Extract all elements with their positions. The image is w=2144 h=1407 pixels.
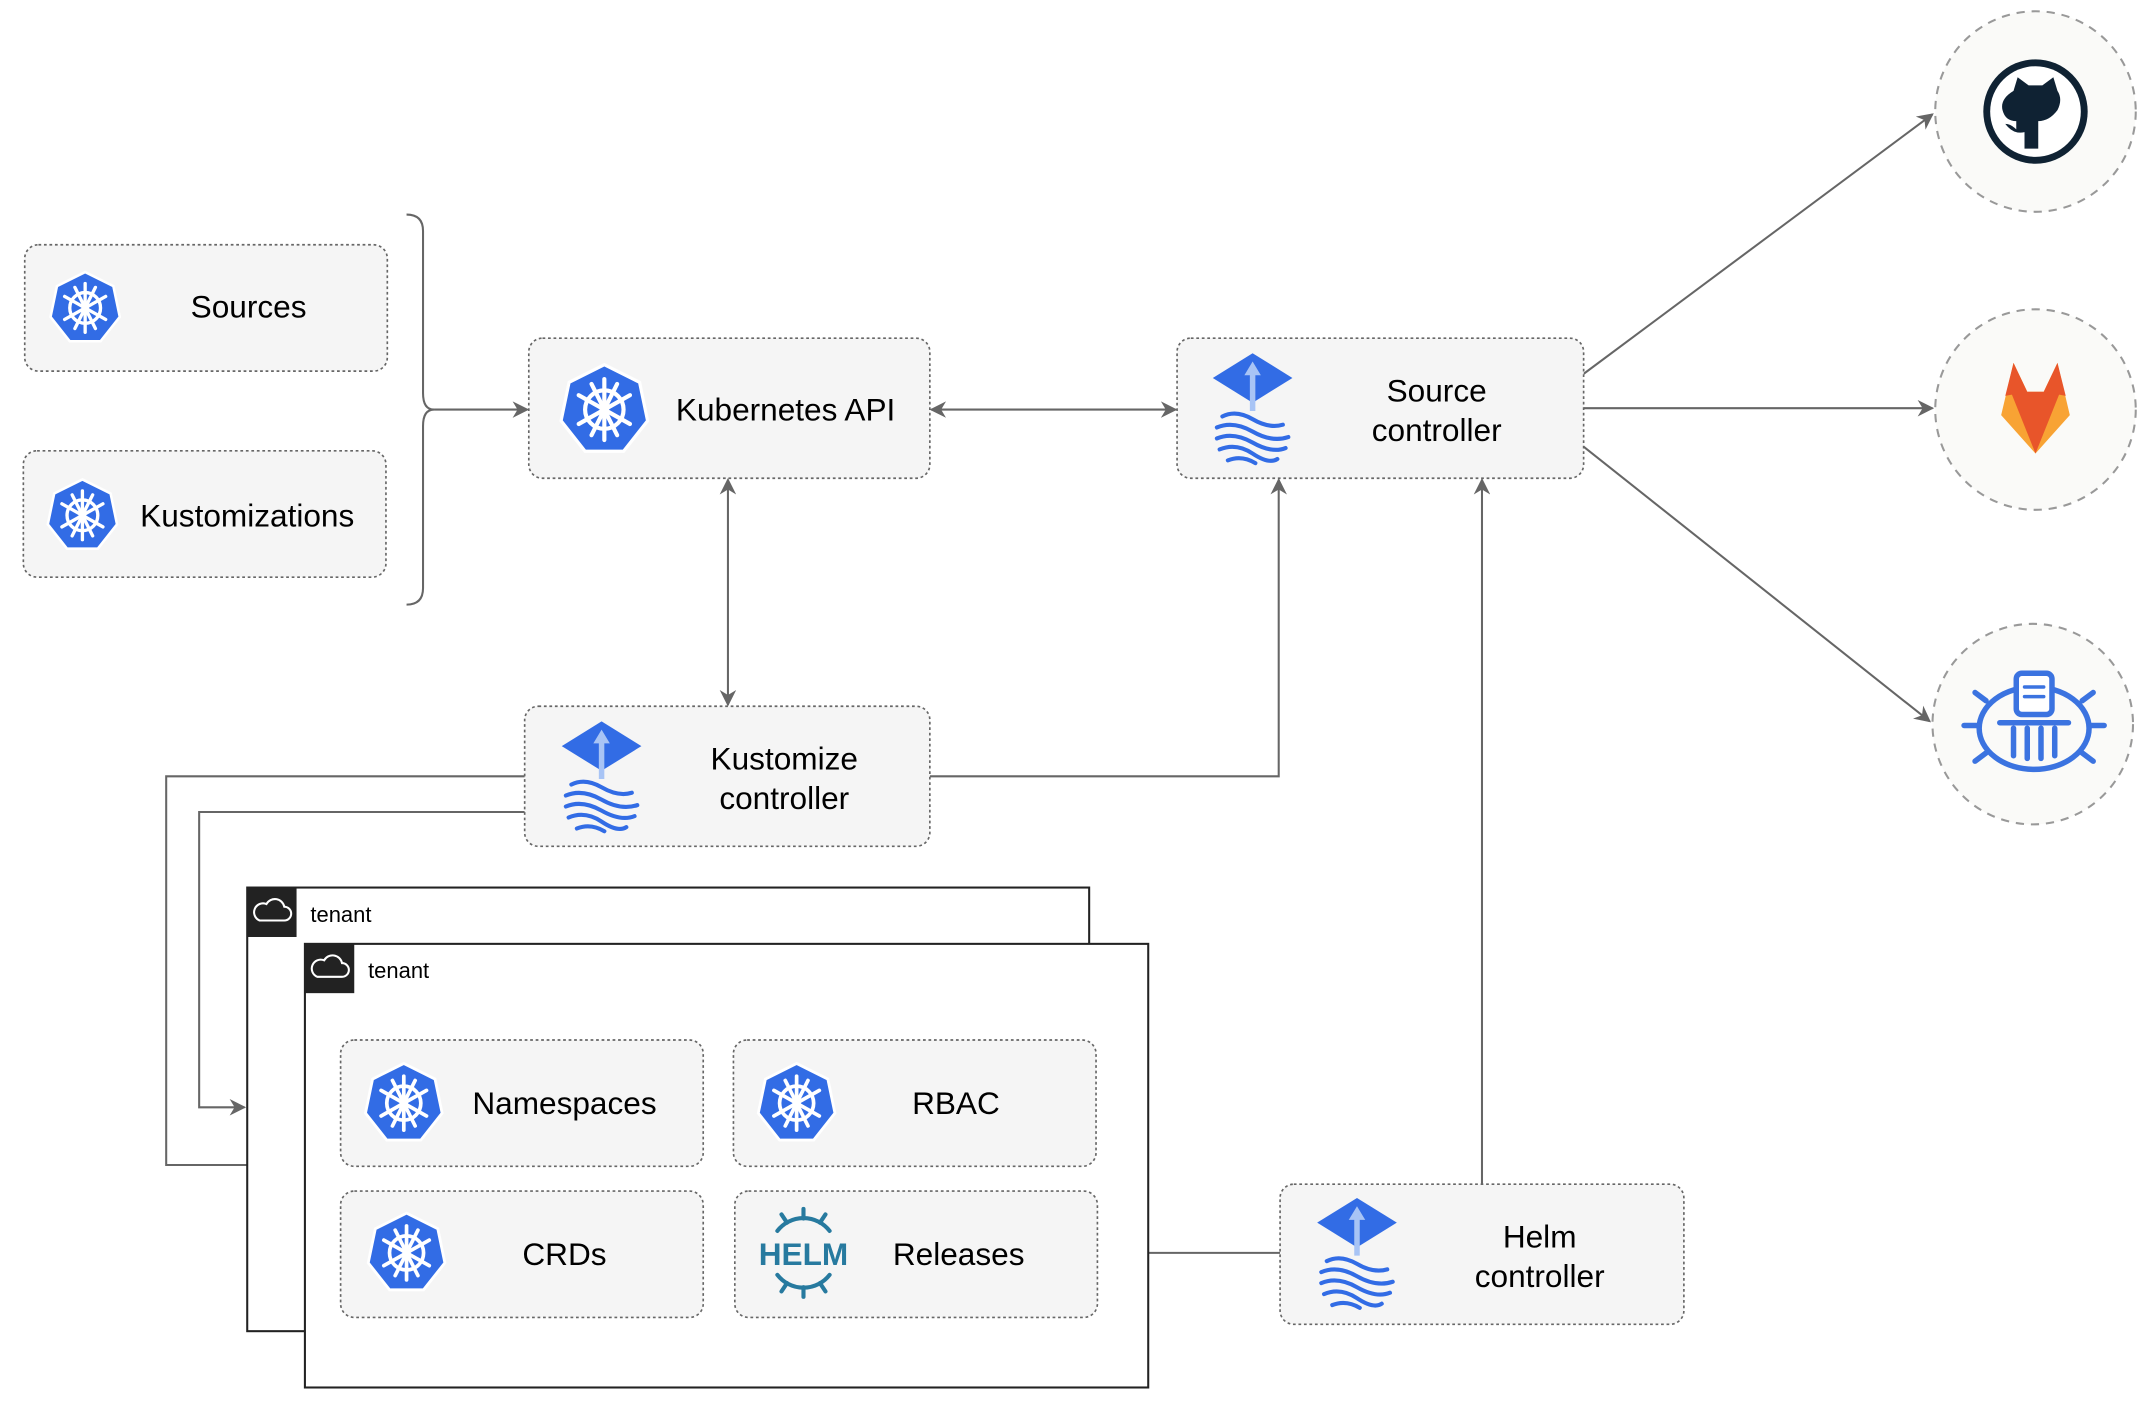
kustomize-controller-label-line2: controller [719, 780, 849, 816]
tenant-label: tenant [368, 958, 429, 983]
gitlab-source[interactable] [1934, 308, 2137, 511]
sources-node[interactable]: Sources [23, 243, 389, 372]
source-controller-label-line2: controller [1372, 412, 1502, 448]
releases-label: Releases [893, 1236, 1025, 1272]
crds-node[interactable]: CRDs [339, 1190, 705, 1319]
rbac-label: RBAC [912, 1085, 1000, 1121]
brace [406, 213, 435, 606]
sources-label: Sources [191, 289, 307, 325]
namespaces-label: Namespaces [472, 1085, 656, 1121]
bucket-icon [1961, 670, 2107, 773]
tenant-front[interactable]: tenant Namespaces RBAC CRDs [303, 942, 1150, 1389]
edge-kustomize-to-tenant-front [165, 775, 525, 1174]
kustomizations-node[interactable]: Kustomizations [22, 449, 387, 578]
tenant-label: tenant [310, 902, 371, 927]
releases-node[interactable]: HELM Releases [733, 1190, 1099, 1319]
kustomize-controller-node[interactable]: Kustomize controller [523, 705, 931, 848]
kustomizations-label: Kustomizations [140, 497, 354, 533]
edge-kustomize-to-tenant-back [198, 810, 525, 1116]
edge-kustomize-to-source-controller [929, 477, 1287, 778]
edge-source-to-bucket [1582, 445, 1932, 723]
source-controller-node[interactable]: Source controller [1176, 337, 1585, 480]
cloud-icon [304, 943, 355, 994]
cloud-icon [247, 887, 297, 937]
kustomize-controller-label-line1: Kustomize [711, 740, 858, 776]
edge-source-to-github [1583, 113, 1934, 375]
kubernetes-api-label: Kubernetes API [676, 392, 895, 428]
source-controller-label-line1: Source [1387, 372, 1487, 408]
crds-label: CRDs [522, 1236, 606, 1272]
helm-controller-label-line2: controller [1475, 1258, 1605, 1294]
github-source[interactable] [1934, 10, 2137, 213]
helm-icon: HELM [759, 1206, 848, 1299]
bucket-source[interactable] [1931, 622, 2135, 826]
kubernetes-api-node[interactable]: Kubernetes API [527, 337, 931, 480]
gitlab-icon [2001, 362, 2070, 454]
github-icon [1983, 59, 2088, 164]
rbac-node[interactable]: RBAC [732, 1039, 1097, 1168]
namespaces-node[interactable]: Namespaces [339, 1039, 705, 1168]
helm-controller-node[interactable]: Helm controller [1279, 1183, 1685, 1326]
helm-controller-label-line1: Helm [1503, 1218, 1577, 1254]
helm-logo-text: HELM [759, 1236, 848, 1272]
